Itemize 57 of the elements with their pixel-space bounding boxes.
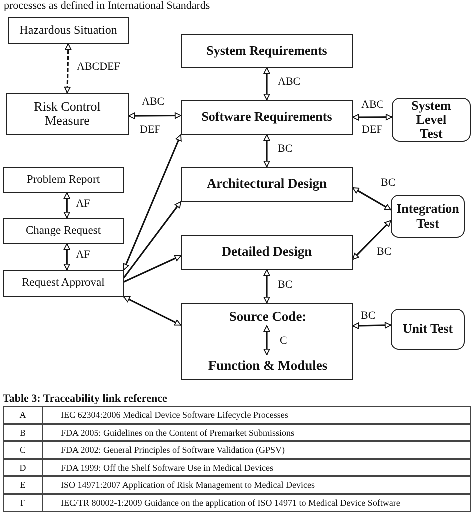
table-title: Table 3: Traceability link reference xyxy=(3,393,168,406)
table-cell: C xyxy=(3,441,43,459)
arrow xyxy=(264,270,270,304)
edge-label: BC xyxy=(360,310,377,322)
arrow xyxy=(124,296,182,326)
arrow xyxy=(264,134,270,168)
edge-label: ABC xyxy=(277,76,302,88)
arrow xyxy=(123,202,182,279)
table-cell: IEC/TR 80002-1:2009 Guidance on the application of ISO 14971 to Medical Device Software xyxy=(42,494,471,512)
edge-label: ABC xyxy=(141,96,166,108)
process-box: Change Request xyxy=(3,218,124,244)
table-cell: ISO 14971:2007 Application of Risk Management to Medical Devices xyxy=(42,476,471,494)
process-box: Hazardous Situation xyxy=(8,17,129,44)
table-cell: IEC 62304:2006 Medical Device Software Lifecycle Processes xyxy=(42,406,471,424)
heading-text: processes as defined in International Standards xyxy=(4,0,210,12)
table-cell: E xyxy=(3,476,43,494)
box-heading: Function & Modules xyxy=(208,359,328,374)
process-box: Problem Report xyxy=(3,167,124,193)
arrow xyxy=(352,220,392,260)
arrow xyxy=(128,112,182,120)
arrow xyxy=(264,326,270,356)
edge-label: ABCDEF xyxy=(76,60,122,73)
table-cell: F xyxy=(3,494,43,512)
link-label: DEF xyxy=(362,124,383,136)
test-box: System Level Test xyxy=(392,98,471,142)
table-cell: FDA 2002: General Principles of Software Validation (GPSV) xyxy=(42,441,471,459)
arrow xyxy=(124,255,182,283)
process-box: Detailed Design xyxy=(181,235,353,270)
arrow xyxy=(64,44,72,94)
process-box: Risk Control Measure xyxy=(6,93,129,135)
table-cell: FDA 1999: Off the Shelf Software Use in Medical Devices xyxy=(42,458,471,476)
edge-label: C xyxy=(279,334,288,347)
process-box: Software Requirements xyxy=(181,100,353,135)
arrow xyxy=(264,68,270,100)
edge-label: BC xyxy=(380,177,397,190)
process-box: Architectural Design xyxy=(181,167,353,202)
test-box: Unit Test xyxy=(391,309,465,350)
edge-label: BC xyxy=(376,246,393,258)
arrow xyxy=(352,322,392,330)
arrow xyxy=(123,134,182,270)
edge-label: BC xyxy=(277,143,294,156)
table-cell: A xyxy=(3,406,43,424)
arrow xyxy=(352,114,392,121)
process-box: System Requirements xyxy=(181,34,353,68)
box-frame xyxy=(181,303,353,380)
edge-label: BC xyxy=(277,278,294,291)
table-cell: B xyxy=(3,424,43,442)
box-heading: Source Code: xyxy=(229,310,307,324)
process-box: Request Approval xyxy=(3,270,124,297)
arrow xyxy=(64,192,70,218)
edge-label: AF xyxy=(75,198,92,210)
arrow xyxy=(64,244,70,270)
link-label: DEF xyxy=(140,124,161,136)
test-box: Integration Test xyxy=(391,195,465,238)
arrow xyxy=(352,187,392,211)
table-cell: D xyxy=(3,458,43,476)
table-cell: FDA 2005: Guidelines on the Content of Premarket Submissions xyxy=(42,424,471,442)
